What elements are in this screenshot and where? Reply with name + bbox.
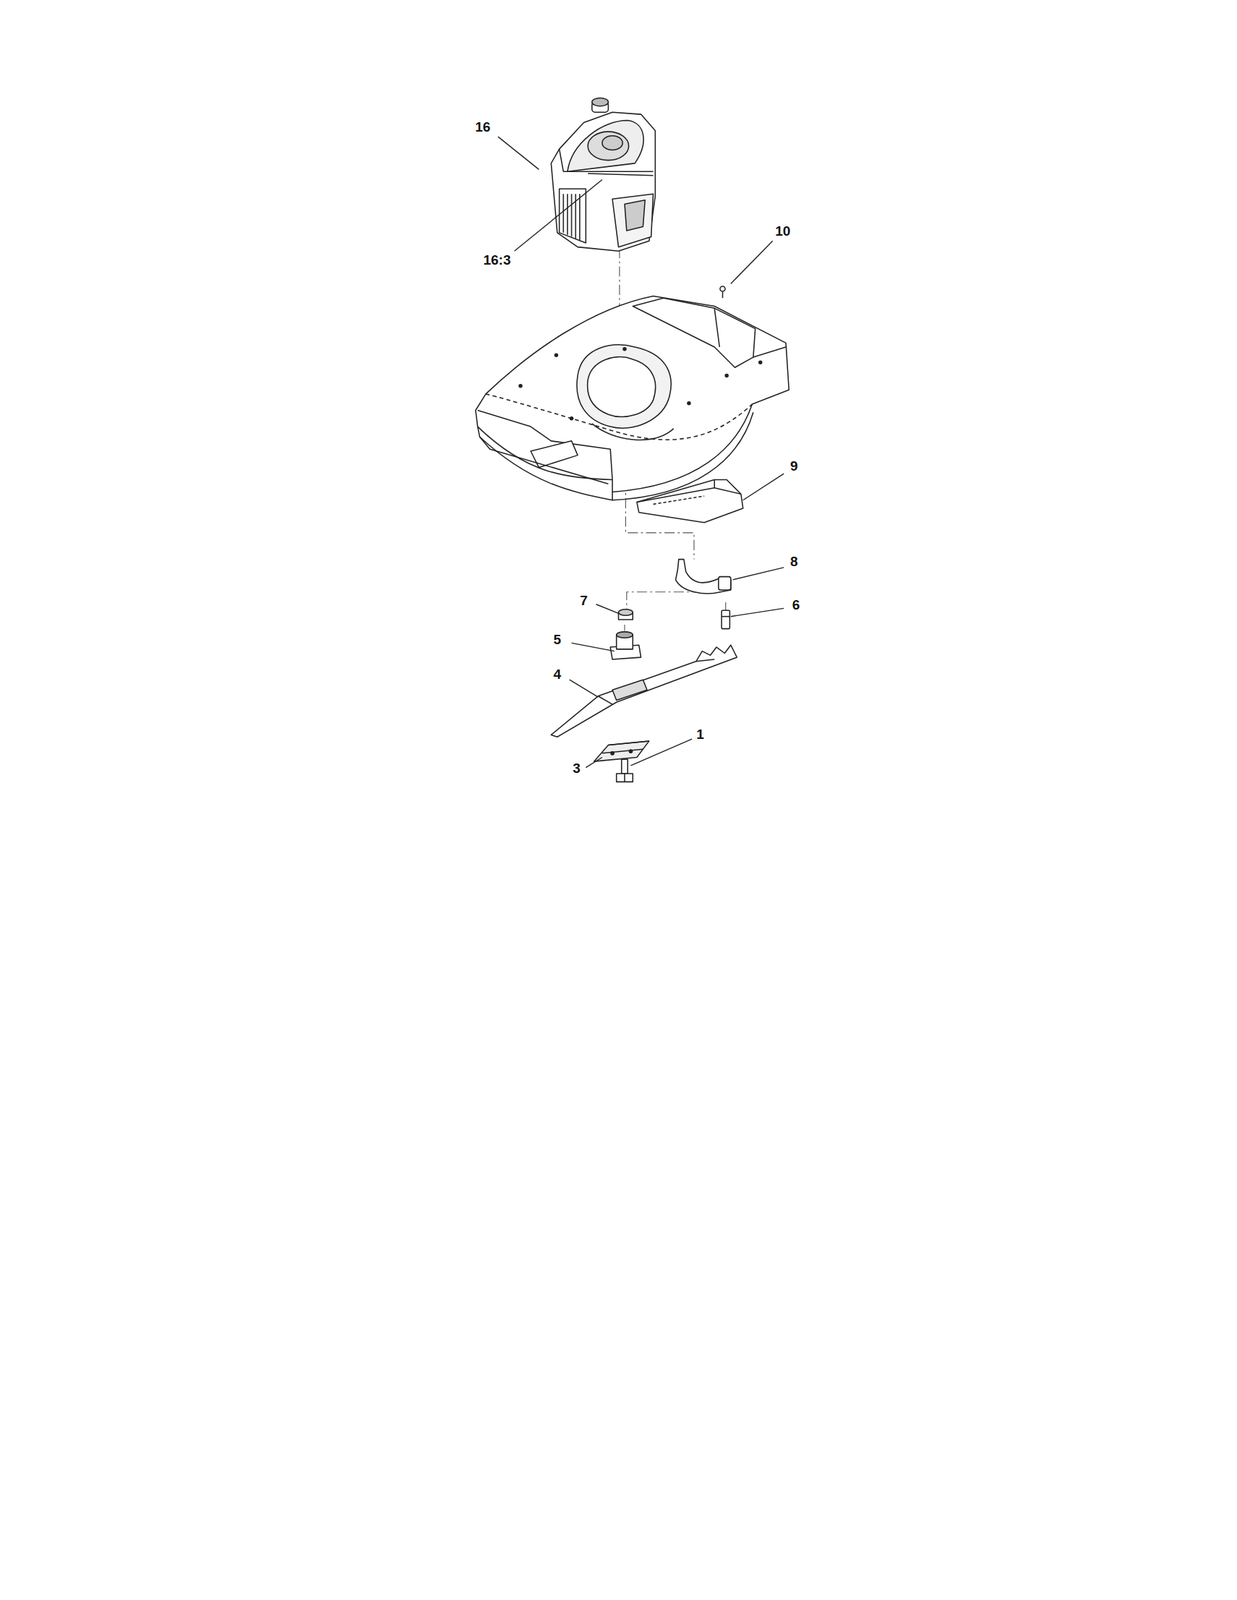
engine [550,98,656,252]
blade [550,644,737,737]
callout-number: 3 [572,760,581,775]
leader-line [498,136,784,768]
callout-number: 8 [790,554,799,569]
screw [720,286,726,298]
plate [636,480,744,523]
callout-number: 9 [790,458,799,473]
callout-number: 5 [553,631,562,646]
blade-adapter [610,631,641,660]
mower-deck [475,295,789,500]
callout-number: 10 [775,224,791,238]
callout-number: 1 [696,727,705,742]
callout-number: 7 [579,593,588,608]
blade-bolt [616,759,634,782]
callout-number: 16 [474,120,491,134]
nut [618,609,634,620]
stiffener [594,741,650,762]
callout-number: 16:3 [482,252,511,267]
bolt [721,610,730,629]
callout-number: 6 [792,597,801,611]
callout-number: 4 [553,666,562,681]
bracket [675,559,731,594]
